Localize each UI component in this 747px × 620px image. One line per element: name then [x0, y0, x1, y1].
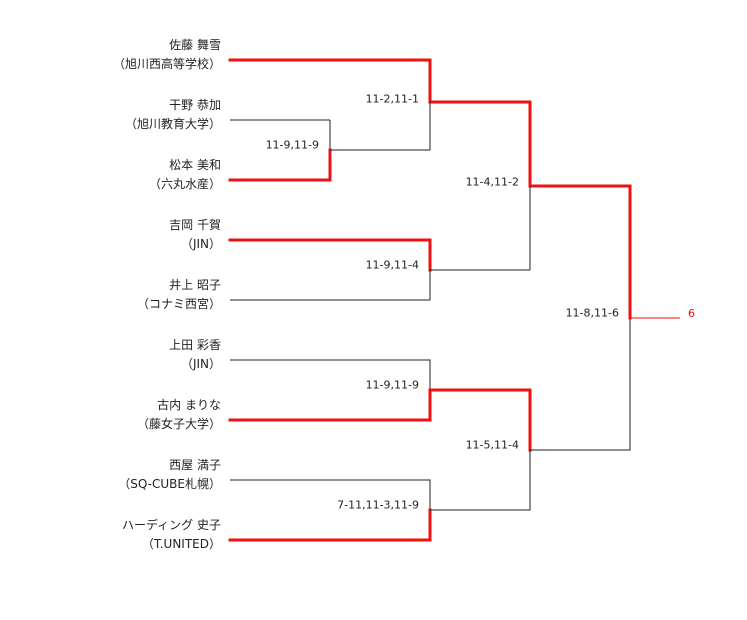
score-prelim: 11-9,11-9 [265, 138, 319, 152]
player-6: 上田 彩香 （JIN） [21, 336, 221, 374]
player-3-name: 松本 美和 [169, 158, 221, 172]
line-semi-bottom-out [530, 318, 631, 451]
player-2-team: （旭川教育大学） [124, 117, 221, 131]
line-p4 [228, 238, 432, 272]
player-5-team: （コナミ西宮） [136, 297, 221, 311]
score-r1-jin-konami: 11-9,11-4 [365, 258, 419, 272]
result-seed: 6 [688, 307, 695, 320]
line-p8 [230, 479, 431, 510]
score-r1-sq-t: 7-11,11-3,11-9 [337, 498, 419, 512]
player-8-name: 西屋 満子 [169, 458, 221, 472]
player-5: 井上 昭子 （コナミ西宮） [21, 276, 221, 314]
player-7: 古内 まりな （藤女子大学） [21, 396, 221, 434]
player-1-name: 佐藤 舞雪 [169, 38, 221, 52]
line-p9 [228, 508, 432, 542]
player-2: 干野 恭加 （旭川教育大学） [21, 96, 221, 134]
player-7-name: 古内 まりな [157, 398, 221, 412]
player-4: 吉岡 千賀 （JIN） [21, 216, 221, 254]
player-9: ハーディング 史子 （T.UNITED） [21, 516, 221, 554]
player-7-team: （藤女子大学） [136, 417, 221, 431]
score-final: 11-8,11-6 [565, 306, 619, 320]
line-semi-top-winner [528, 100, 632, 272]
player-8: 西屋 満子 （SQ-CUBE札幌） [21, 456, 221, 494]
score-r1-jin-fuji: 11-9,11-9 [365, 378, 419, 392]
player-4-name: 吉岡 千賀 [169, 218, 221, 232]
player-6-team: （JIN） [180, 357, 221, 371]
player-3: 松本 美和 （六丸水産） [21, 156, 221, 194]
line-r1-top-winner [428, 58, 532, 104]
player-1: 佐藤 舞雪 （旭川西高等学校） [21, 36, 221, 74]
player-8-team: （SQ-CUBE札幌） [118, 477, 221, 491]
line-p5 [230, 270, 431, 301]
player-9-team: （T.UNITED） [141, 537, 221, 551]
score-semi-bottom: 11-5,11-4 [465, 438, 519, 452]
player-3-team: （六丸水産） [148, 177, 221, 191]
player-6-name: 上田 彩香 [169, 338, 221, 352]
player-1-team: （旭川西高等学校） [112, 57, 221, 71]
score-r1-top: 11-2,11-1 [365, 92, 419, 106]
player-4-team: （JIN） [180, 237, 221, 251]
line-r1-sq-out [430, 450, 531, 511]
player-2-name: 干野 恭加 [169, 98, 221, 112]
player-5-name: 井上 昭子 [169, 278, 221, 292]
score-semi-top: 11-4,11-2 [465, 175, 519, 189]
player-9-name: ハーディング 史子 [122, 518, 221, 532]
line-p6 [230, 359, 431, 390]
line-p7 [228, 388, 532, 452]
